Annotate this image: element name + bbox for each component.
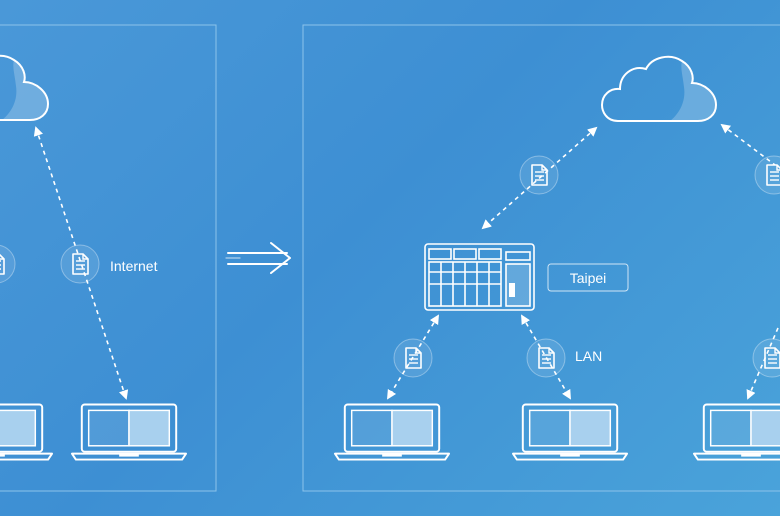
- document-icon: [752, 338, 780, 378]
- internet-label: Internet: [110, 258, 158, 274]
- location-label: Taipei: [569, 269, 607, 286]
- laptop-icon: [70, 403, 188, 461]
- laptop-icon: [511, 403, 629, 461]
- double-arrow-icon: [225, 242, 291, 274]
- laptop-icon: [333, 403, 451, 461]
- document-icon: [519, 155, 559, 195]
- cloud-icon: [601, 55, 717, 122]
- document-icon: [393, 338, 433, 378]
- document-icon: [526, 338, 566, 378]
- left-panel: [0, 24, 217, 492]
- laptop-icon: [692, 403, 780, 461]
- cloud-icon: [0, 54, 49, 121]
- document-icon: [754, 155, 780, 195]
- location-tag-box: [547, 263, 629, 292]
- cloud-to-remote-line: [720, 123, 776, 166]
- nas-server-icon: [424, 243, 535, 311]
- document-icon: [0, 244, 16, 284]
- lan-label: LAN: [575, 348, 603, 364]
- right-panel: [302, 24, 780, 492]
- laptop-icon: [0, 403, 54, 461]
- document-icon: [60, 244, 100, 284]
